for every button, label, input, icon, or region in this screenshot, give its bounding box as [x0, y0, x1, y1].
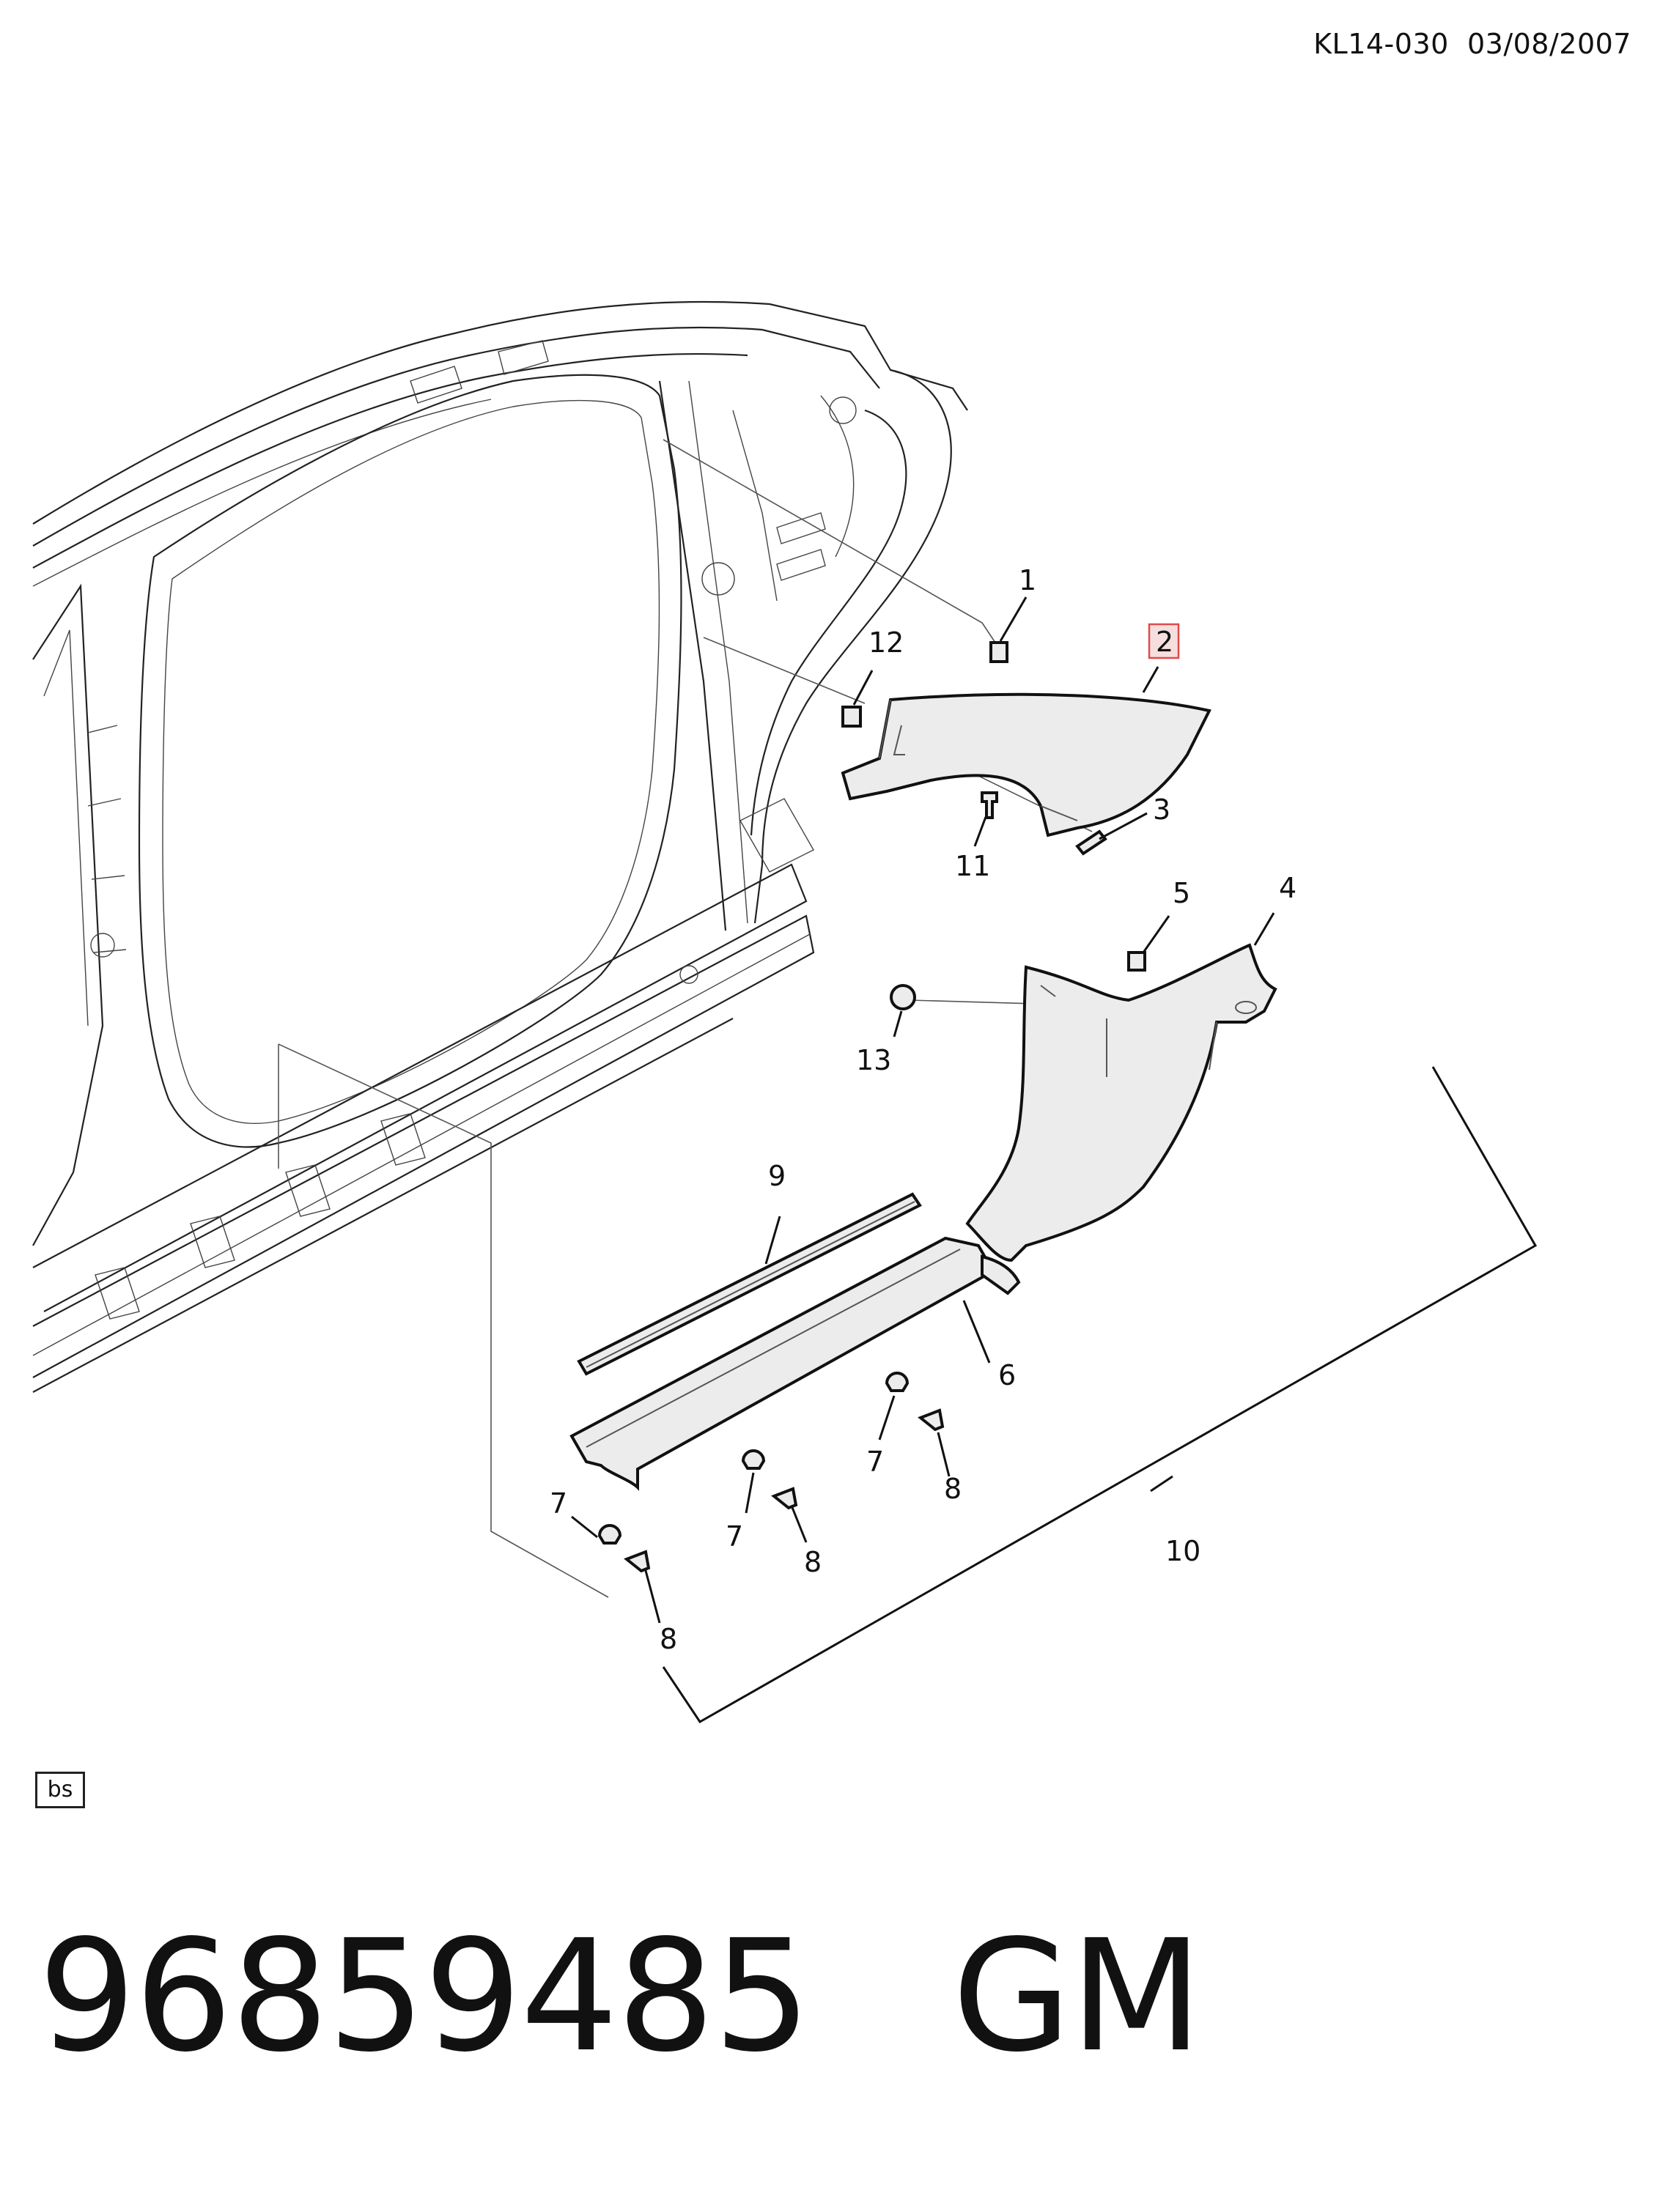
callout-2-highlight-box	[1148, 623, 1180, 659]
part-7-push-pin-b	[741, 1449, 766, 1470]
callout-4: 4	[1279, 872, 1296, 904]
callout-12: 12	[868, 626, 904, 659]
part-3-cover	[1075, 829, 1107, 856]
part-6-sill-plate	[569, 1236, 1021, 1491]
callout-7c: 7	[866, 1446, 884, 1478]
part-7-push-pin-a	[597, 1524, 622, 1545]
part-number-footer: 96859485 GM	[38, 1920, 1203, 2074]
callout-13: 13	[856, 1044, 891, 1076]
part-9-sill-plate-insert	[577, 1192, 922, 1376]
callout-9: 9	[768, 1160, 786, 1192]
callout-7b: 7	[726, 1520, 743, 1553]
callout-10: 10	[1165, 1535, 1200, 1567]
brand-name: GM	[952, 1906, 1203, 2086]
callout-1: 1	[1019, 564, 1036, 596]
callout-labels: 1 2 3 4 5 6 7 7 7 8 8 8 9 10 11 12 13	[550, 564, 1296, 1655]
callout-2: 2	[1156, 626, 1173, 658]
callout-8b: 8	[804, 1546, 822, 1578]
part-8-retainer-a	[624, 1550, 651, 1573]
drawing-reference: KL14-030 03/08/2007	[1313, 28, 1631, 60]
drawing-date: 03/08/2007	[1467, 28, 1631, 60]
part-5-clip	[1127, 951, 1146, 972]
callout-6: 6	[998, 1359, 1016, 1391]
part-11-screw	[981, 791, 998, 819]
fasteners	[597, 641, 1146, 1573]
kit-bracket-10	[662, 1066, 1538, 1723]
bs-symbol-box: bs	[35, 1772, 85, 1808]
part-4-lower-pillar-trim	[965, 943, 1277, 1262]
callout-8c: 8	[944, 1473, 962, 1505]
drawing-code: KL14-030	[1313, 28, 1449, 60]
part-8-retainer-b	[771, 1487, 798, 1510]
part-13-cap	[890, 984, 916, 1010]
part-1-clip	[989, 641, 1008, 663]
leader-lines	[571, 596, 1275, 1624]
vehicle-body-frame	[32, 300, 968, 1393]
callout-8a: 8	[660, 1623, 677, 1655]
part-2-upper-trim-panel	[841, 692, 1211, 837]
callout-5: 5	[1173, 877, 1190, 909]
callout-7a: 7	[550, 1487, 567, 1520]
callout-11: 11	[955, 850, 990, 882]
part-number: 96859485	[38, 1906, 811, 2086]
part-12-clip	[841, 706, 862, 728]
callout-3: 3	[1153, 794, 1170, 826]
part-7-push-pin-c	[885, 1372, 910, 1392]
part-8-retainer-c	[918, 1408, 945, 1432]
